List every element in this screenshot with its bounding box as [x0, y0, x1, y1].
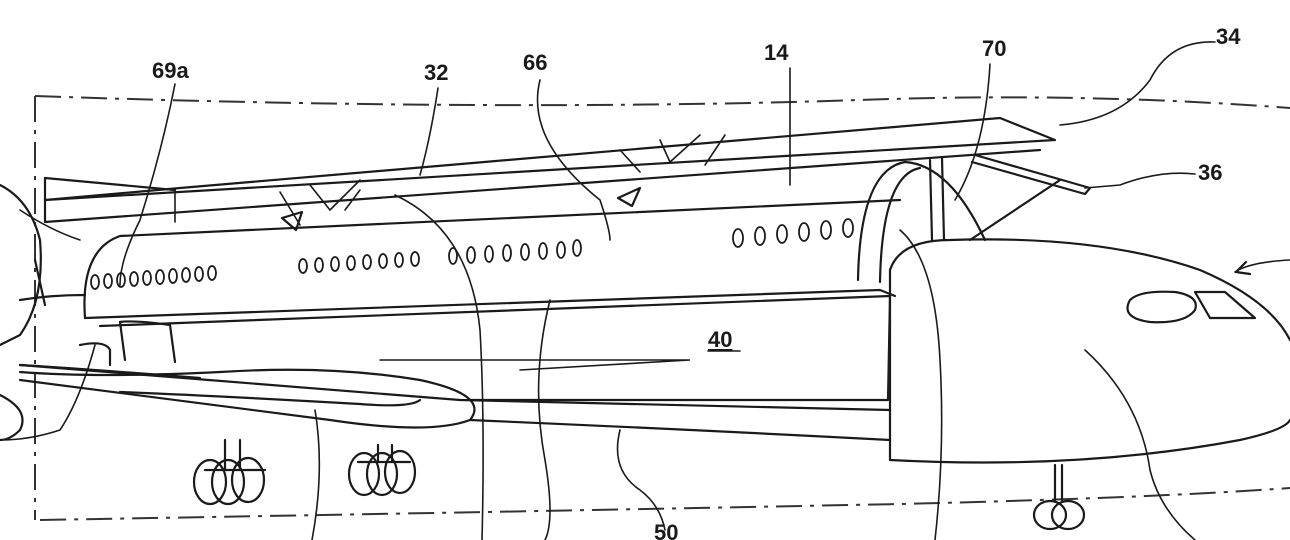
label-34: 34 [1216, 24, 1241, 49]
reference-labels: 69a 32 66 14 70 34 36 40 50 [152, 24, 1241, 540]
windows-fwd [732, 218, 854, 248]
landing-gear-main-aft [192, 438, 267, 506]
label-36: 36 [1198, 160, 1222, 185]
tail-section [0, 183, 112, 442]
landing-gear-nose [1032, 463, 1086, 531]
landing-gear-main-fwd [347, 443, 417, 497]
label-70: 70 [982, 36, 1006, 61]
windows-mid [298, 239, 582, 274]
aircraft-nose [888, 153, 1290, 464]
label-14: 14 [764, 40, 789, 65]
windows-aft [90, 265, 217, 290]
roof-panel [43, 116, 1057, 232]
label-66: 66 [523, 50, 547, 75]
leader-lines [0, 41, 1216, 540]
lower-fuselage [18, 363, 892, 442]
label-69a: 69a [152, 58, 189, 83]
label-32: 32 [424, 60, 448, 85]
boundary-lines [34, 95, 1290, 521]
forward-arch [856, 156, 987, 284]
label-40: 40 [708, 327, 732, 352]
label-50: 50 [654, 520, 678, 540]
